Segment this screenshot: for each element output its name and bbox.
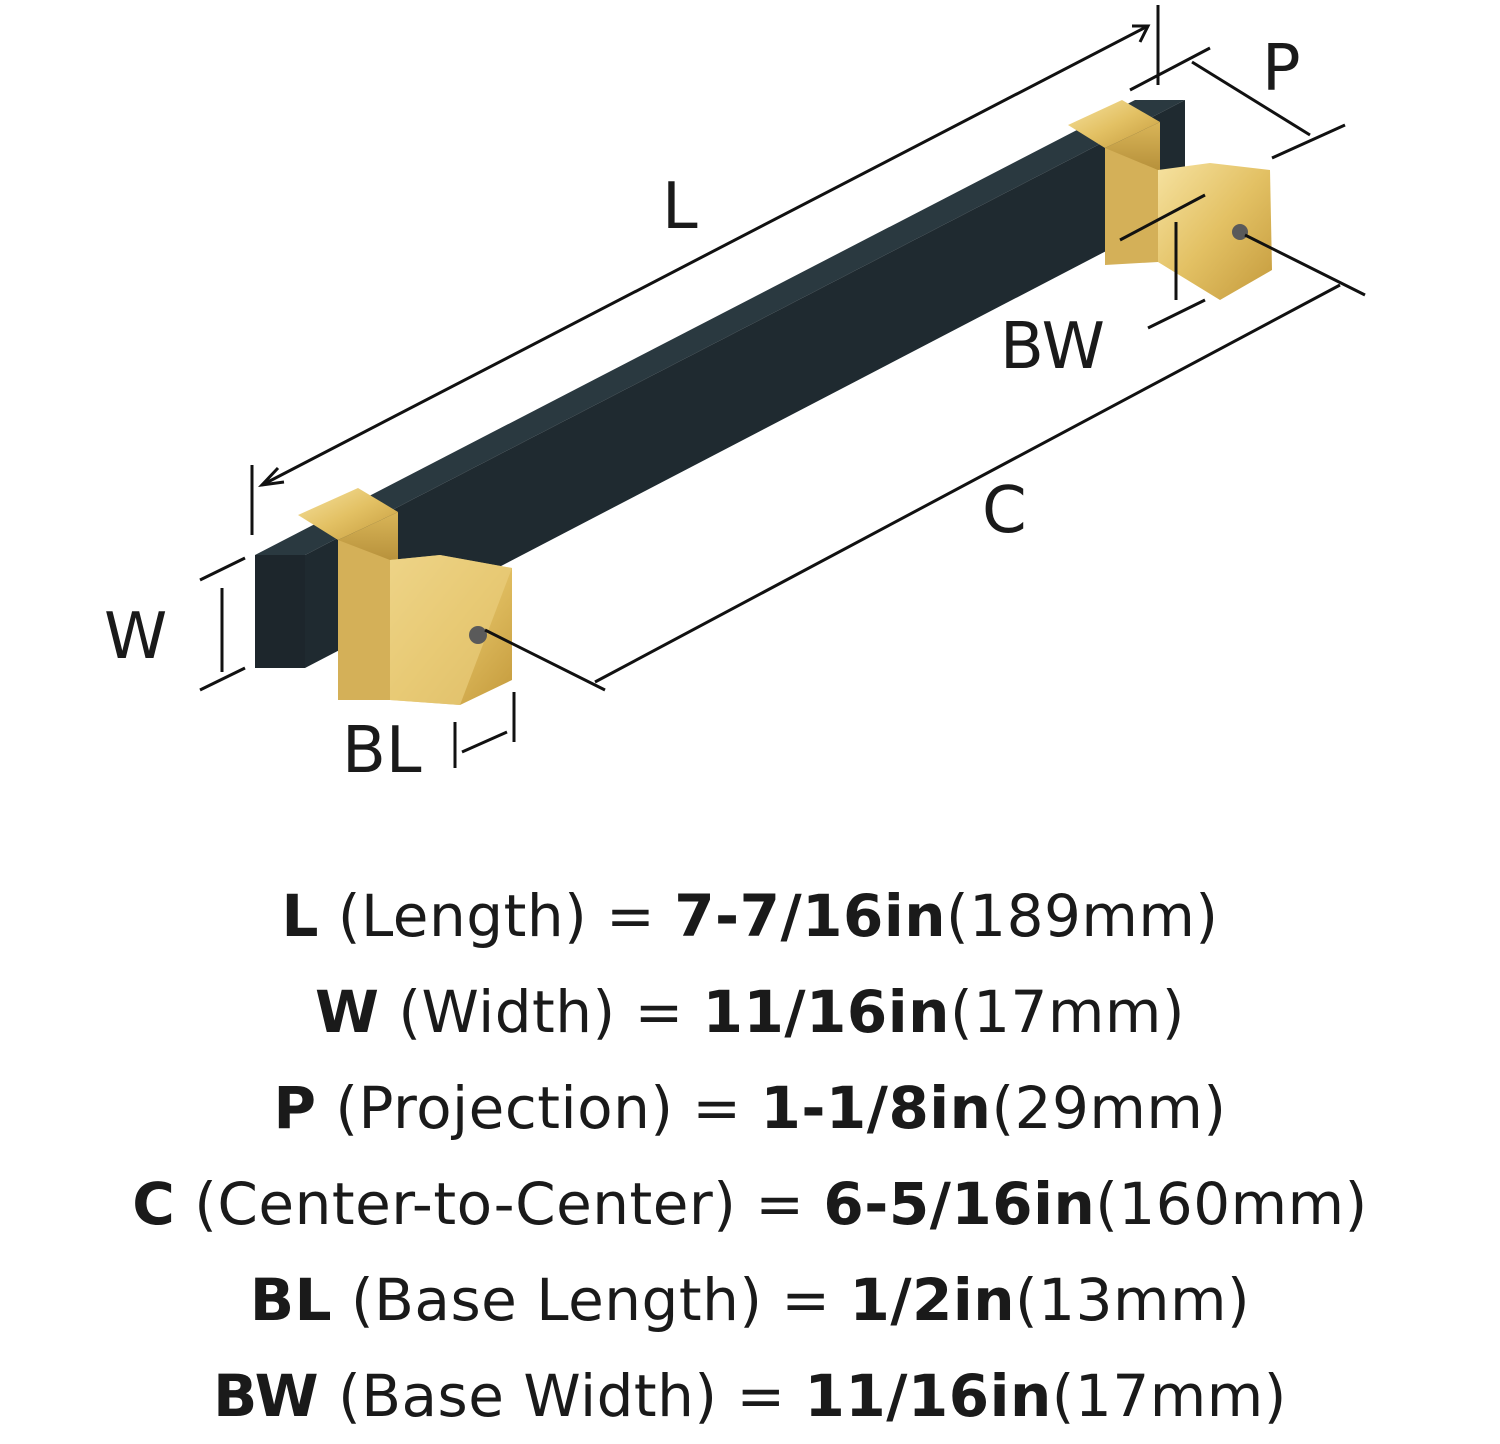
right-base-post [1068, 100, 1272, 300]
left-base-post [298, 488, 512, 705]
spec-metric: (189mm) [946, 882, 1219, 950]
spec-name: (Center-to-Center) [175, 1170, 756, 1238]
spec-imperial: 1/2in [849, 1266, 1016, 1334]
spec-imperial: 11/16in [804, 1362, 1052, 1430]
spec-metric: (17mm) [1051, 1362, 1287, 1430]
spec-projection: P (Projection) = 1-1/8in(29mm) [0, 1060, 1500, 1156]
spec-imperial: 7-7/16in [674, 882, 947, 950]
spec-imperial: 1-1/8in [760, 1074, 992, 1142]
spec-equals: = [781, 1266, 850, 1334]
label-W: W [104, 600, 167, 674]
spec-equals: = [692, 1074, 761, 1142]
spec-name: (Base Width) [319, 1362, 737, 1430]
spec-metric: (17mm) [949, 978, 1185, 1046]
spec-name: (Projection) [316, 1074, 693, 1142]
spec-equals: = [606, 882, 675, 950]
spec-imperial: 6-5/16in [823, 1170, 1096, 1238]
label-L: L [662, 170, 698, 244]
handle-bar [255, 100, 1185, 668]
spec-imperial: 11/16in [702, 978, 950, 1046]
spec-name: (Width) [379, 978, 635, 1046]
spec-center-to-center: C (Center-to-Center) = 6-5/16in(160mm) [0, 1156, 1500, 1252]
spec-metric: (29mm) [991, 1074, 1227, 1142]
spec-key: W [314, 978, 380, 1046]
spec-base-length: BL (Base Length) = 1/2in(13mm) [0, 1252, 1500, 1348]
spec-name: (Base Length) [332, 1266, 782, 1334]
spec-length: L (Length) = 7-7/16in(189mm) [0, 868, 1500, 964]
label-C: C [982, 474, 1027, 548]
screw-hole-right [1232, 224, 1248, 240]
spec-key: P [273, 1074, 317, 1142]
dimension-lines [199, 5, 1366, 768]
product-dimension-diagram: L P BW C W BL [104, 5, 1366, 788]
spec-key: L [281, 882, 319, 950]
screw-hole-left [469, 626, 487, 644]
label-BW: BW [1000, 310, 1105, 384]
spec-key: BL [249, 1266, 333, 1334]
spec-equals: = [755, 1170, 824, 1238]
spec-key: BW [213, 1362, 320, 1430]
spec-metric: (13mm) [1015, 1266, 1251, 1334]
spec-key: C [132, 1170, 176, 1238]
spec-base-width: BW (Base Width) = 11/16in(17mm) [0, 1348, 1500, 1444]
specifications-list: L (Length) = 7-7/16in(189mm) W (Width) =… [0, 868, 1500, 1444]
spec-equals: = [634, 978, 703, 1046]
spec-name: (Length) [318, 882, 607, 950]
spec-width: W (Width) = 11/16in(17mm) [0, 964, 1500, 1060]
label-BL: BL [342, 714, 422, 788]
label-P: P [1262, 32, 1301, 106]
spec-metric: (160mm) [1095, 1170, 1368, 1238]
spec-equals: = [736, 1362, 805, 1430]
